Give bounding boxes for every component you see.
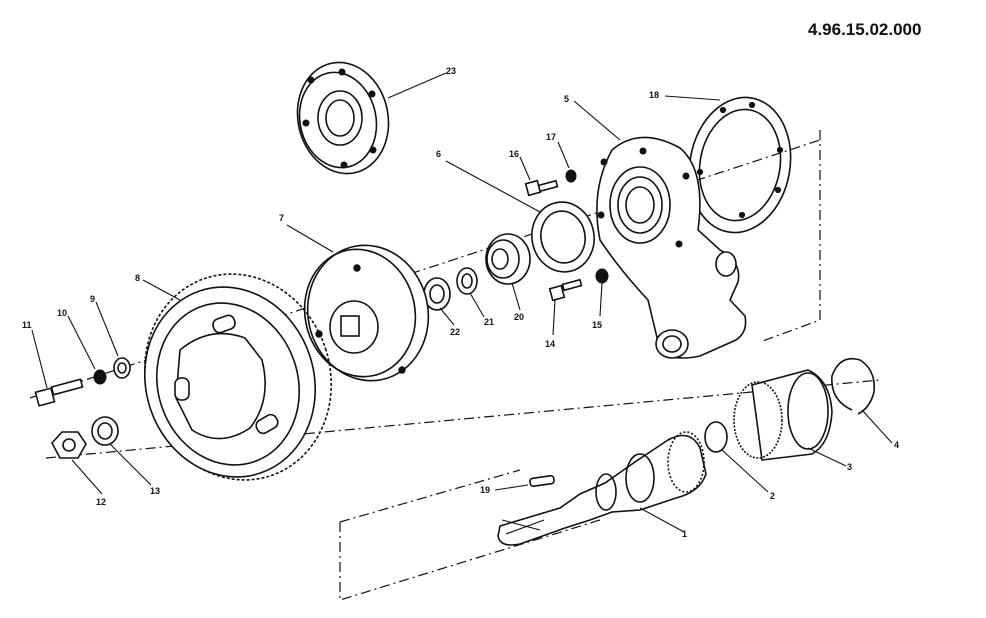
part-2-o-ring: [704, 421, 769, 493]
callout-12: 12: [96, 497, 106, 507]
callout-15: 15: [592, 320, 602, 330]
callout-labels: 1 2 3 4 5 6 7 8 9 10 11 12 13 14 15 16 1…: [22, 66, 899, 539]
part-14-bolt: [548, 278, 583, 336]
callout-10: 10: [57, 308, 67, 318]
part-21-ring: [456, 267, 485, 318]
part-8-gear: [142, 273, 333, 481]
callout-17: 17: [546, 132, 556, 142]
part-11-bolt: [31, 329, 84, 407]
part-12-nut: [51, 431, 103, 495]
part-18-gasket: [664, 95, 792, 234]
part-9-washer: [95, 301, 131, 379]
part-23-flange-cover: [296, 61, 447, 175]
part-17-washer: [557, 141, 577, 183]
document-number: 4.96.15.02.000: [808, 20, 921, 39]
part-20-bearing: [485, 233, 531, 311]
callout-23: 23: [446, 66, 456, 76]
part-5-housing-bracket: [573, 100, 747, 359]
callout-4: 4: [894, 440, 899, 450]
callout-1: 1: [682, 529, 687, 539]
callout-3: 3: [847, 462, 852, 472]
callout-6: 6: [436, 149, 441, 159]
part-15-washer: [595, 268, 609, 317]
part-16-bolt: [519, 156, 559, 197]
callout-22: 22: [450, 327, 460, 337]
callout-5: 5: [564, 94, 569, 104]
callout-11: 11: [22, 320, 32, 330]
part-3-sleeve: [733, 369, 847, 467]
callout-13: 13: [150, 486, 160, 496]
callout-2: 2: [770, 491, 775, 501]
callout-20: 20: [514, 312, 524, 322]
assembly-axis-lines: [29, 130, 881, 601]
part-4-retaining-ring: [831, 357, 893, 444]
callout-21: 21: [484, 317, 494, 327]
callout-16: 16: [509, 149, 519, 159]
callout-18: 18: [649, 90, 659, 100]
part-19-key: [494, 474, 555, 491]
part-6-seal-ring: [445, 160, 595, 273]
callout-8: 8: [135, 273, 140, 283]
part-1-shaft: [497, 431, 707, 546]
part-13-washer: [91, 416, 152, 486]
callout-7: 7: [279, 213, 284, 223]
callout-14: 14: [545, 339, 555, 349]
part-10-washer: [67, 315, 107, 385]
callout-19: 19: [480, 485, 490, 495]
part-7-hub-disc: [286, 224, 430, 382]
callout-9: 9: [90, 294, 95, 304]
